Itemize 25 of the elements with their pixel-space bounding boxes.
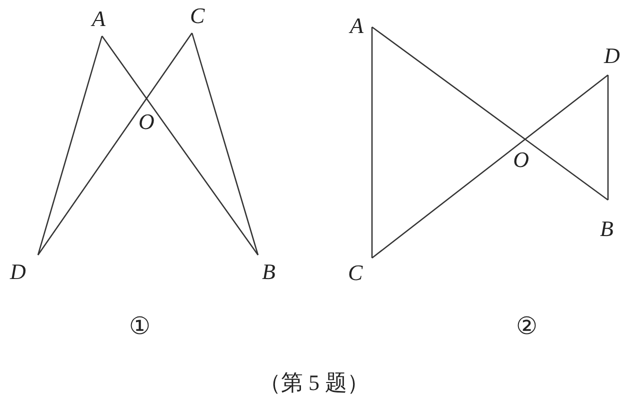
point-label: D — [10, 261, 26, 283]
point-label: B — [262, 261, 276, 283]
figure-number: ② — [516, 314, 538, 340]
line-segment — [37, 36, 103, 256]
caption: （第 5 题） — [259, 370, 369, 396]
line-segment — [371, 27, 373, 258]
line-segment — [101, 36, 148, 99]
line-segment — [191, 32, 259, 256]
line-segment — [146, 32, 193, 99]
point-label: A — [350, 15, 364, 37]
line-segment — [37, 98, 148, 256]
point-label: C — [348, 262, 363, 284]
point-label: A — [92, 8, 106, 30]
line-segment — [372, 138, 526, 259]
point-label: O — [513, 149, 530, 172]
figure-number: ① — [129, 314, 151, 340]
line-segment — [607, 75, 609, 200]
line-segment — [524, 74, 608, 140]
point-label: B — [600, 218, 614, 240]
point-label: O — [138, 110, 154, 133]
point-label: D — [604, 45, 620, 67]
line-segment — [524, 138, 608, 201]
point-label: C — [190, 5, 205, 27]
line-segment — [372, 26, 526, 140]
line-segment — [146, 98, 259, 256]
